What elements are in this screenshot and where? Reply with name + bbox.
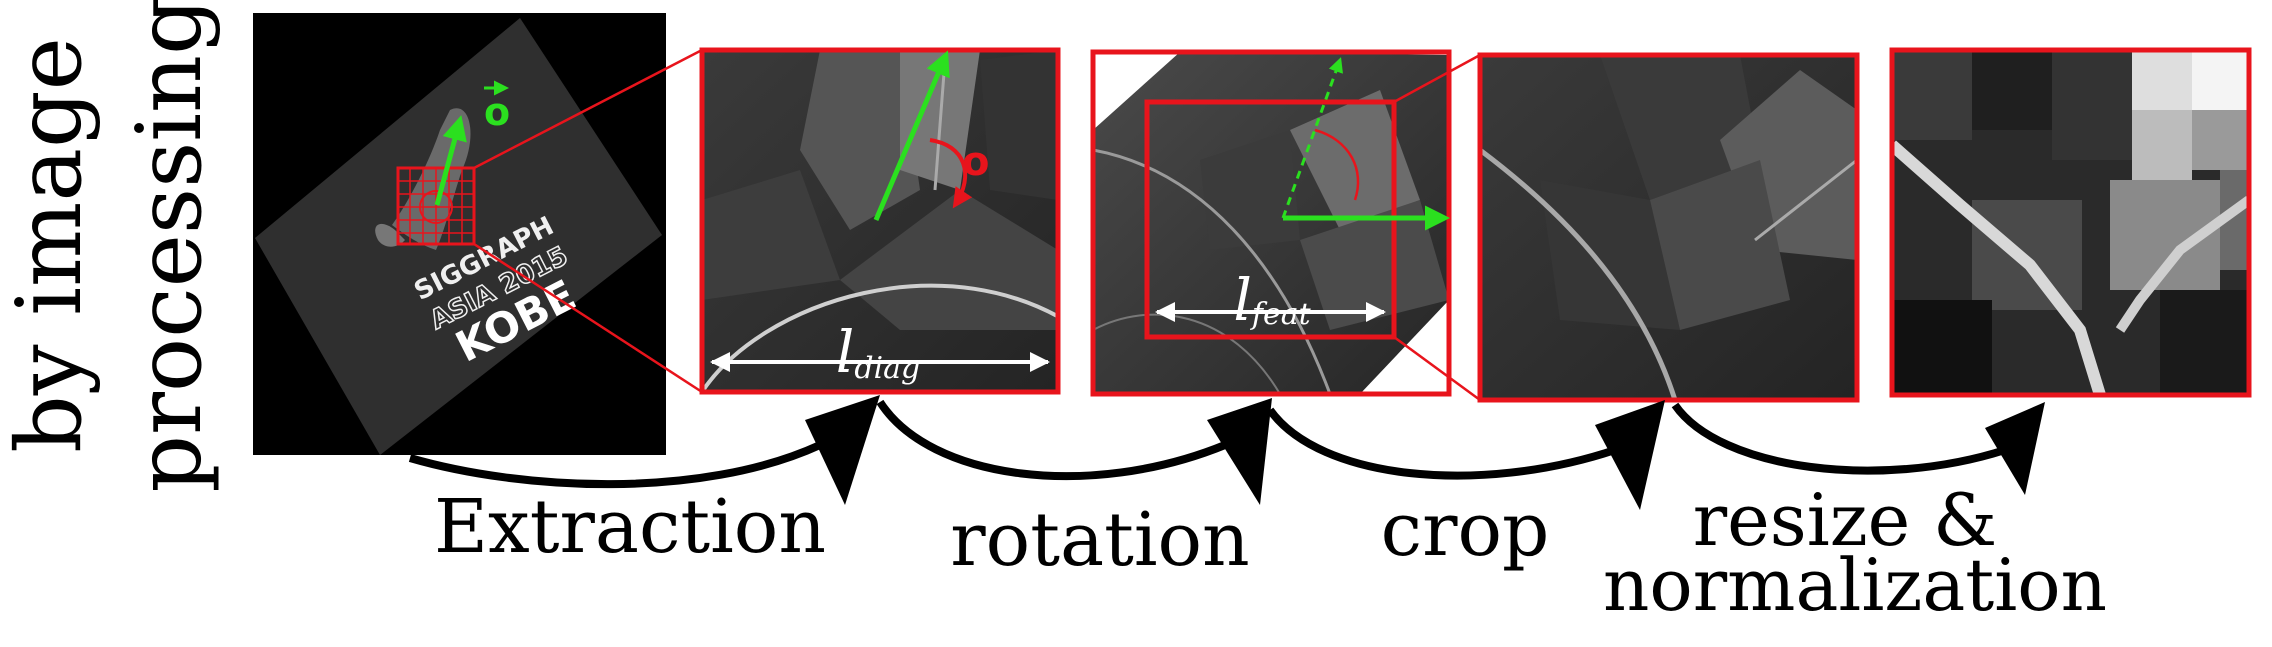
rotation-arrow	[876, 399, 1227, 481]
normalized-patch-frame	[1889, 47, 2252, 398]
step-label-resize-line2: normalization	[1603, 543, 2107, 627]
extraction-grid	[396, 166, 476, 246]
step-label-resize-line1: resize &	[1693, 478, 1998, 562]
crop-zoom-line-bottom	[1393, 335, 1481, 402]
process-arrow-heads	[805, 395, 2045, 510]
l-feat-label: lfeat	[1233, 266, 1311, 334]
patch-orientation-arrow	[873, 50, 950, 221]
side-label-line2: processing	[117, 0, 222, 493]
rotated-background-square	[255, 18, 662, 455]
l-diag-label: ldiag	[836, 318, 920, 386]
normalized-patch-panel	[1889, 47, 2252, 398]
resize-arrow	[1671, 402, 2007, 475]
extracted-patch-frame	[699, 47, 1061, 395]
side-label-line1: by image	[0, 37, 102, 453]
rotation-angle-arc	[1314, 128, 1360, 201]
zoom-line-bottom	[473, 242, 703, 394]
orientation-vector-arrow	[434, 115, 467, 206]
rotated-patch-panel: lfeat	[1090, 49, 1452, 397]
rotation-angle-label: o	[962, 139, 989, 185]
cropped-patch-frame	[1477, 52, 1860, 403]
crop-arrow	[1266, 407, 1617, 480]
side-label: by image processing	[0, 0, 222, 493]
extracted-patch-panel: o ldiag	[699, 47, 1061, 395]
crop-zoom-line-top	[1393, 53, 1481, 104]
zoom-line-top	[473, 48, 703, 170]
cropped-patch-panel	[1477, 52, 1860, 403]
step-label-crop: crop	[1381, 487, 1550, 573]
feature-shape	[392, 108, 471, 250]
process-arrows	[408, 399, 2007, 489]
input-image-panel: SIGGRAPH ASIA 2015 KOBE o	[253, 13, 666, 455]
orientation-vector-label: o	[484, 80, 510, 134]
step-label-extraction: Extraction	[434, 484, 826, 570]
extraction-arrow	[408, 441, 822, 489]
rotation-angle-arrow	[929, 138, 973, 209]
svg-text:o: o	[484, 90, 510, 134]
step-label-rotation: rotation	[950, 497, 1249, 583]
